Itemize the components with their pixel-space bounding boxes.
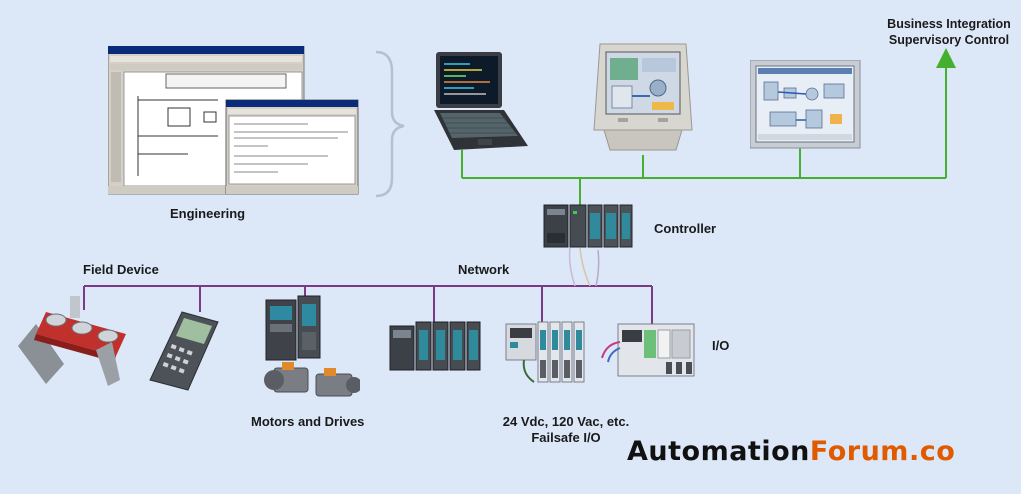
brand-forum-text: Forum.co (809, 436, 956, 467)
io-module-rack (389, 321, 481, 371)
motor-drive-units (264, 295, 360, 397)
supervisory-control-line: Supervisory Control (888, 33, 1010, 47)
engineering-label: Engineering (170, 206, 246, 221)
business-integration-label: Business Integration Supervisory Control (880, 16, 1018, 48)
handheld-terminal (149, 311, 219, 391)
network-label: Network (458, 262, 510, 277)
panel-pc-monitor (593, 43, 693, 151)
automationforum-watermark: AutomationForum.co (627, 436, 955, 467)
engineering-laptop (434, 52, 528, 150)
conveyor-field-device (18, 296, 126, 386)
brand-automation-text: Automation (627, 436, 810, 467)
business-integration-line: Business Integration (887, 17, 1011, 31)
failsafe-io-line: Failsafe I/O (531, 430, 601, 445)
motors-drives-label: Motors and Drives (251, 414, 365, 429)
io-spec-label: 24 Vdc, 120 Vac, etc. Failsafe I/O (486, 414, 646, 446)
field-network (83, 285, 653, 324)
supervisory-network (461, 48, 956, 206)
controller-label: Controller (654, 221, 717, 236)
io-terminal-block (601, 323, 695, 377)
field-device-label: Field Device (83, 262, 159, 277)
controller-cables (568, 247, 600, 287)
hmi-panel (750, 60, 861, 149)
io-label: I/O (712, 338, 730, 353)
io-voltage-line: 24 Vdc, 120 Vac, etc. (502, 414, 630, 429)
engineering-brace (375, 50, 405, 198)
controller-plc (543, 204, 633, 248)
distributed-io-module (505, 321, 585, 383)
engineering-software-screens (108, 46, 359, 195)
